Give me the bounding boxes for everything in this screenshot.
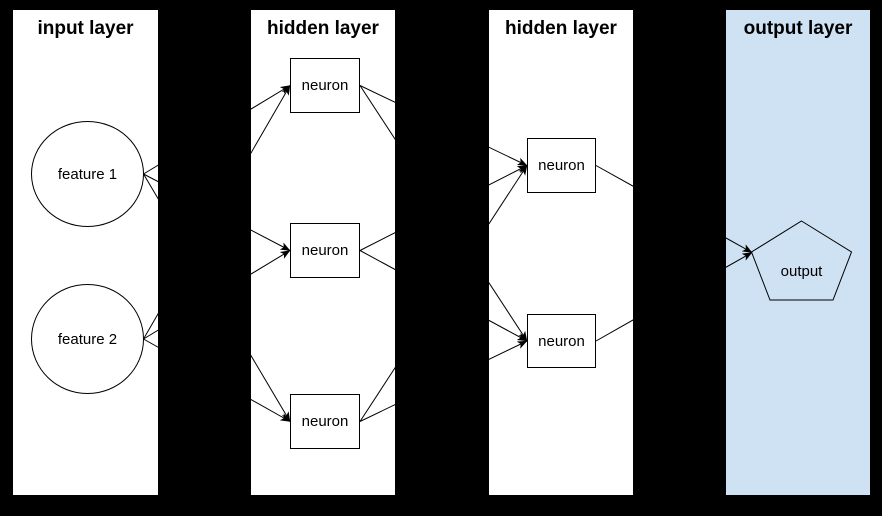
node-feature-1-label: feature 1 [57,165,118,183]
layer-title-output: output layer [743,18,853,39]
layer-title-input: input layer [37,18,134,39]
node-h2-neuron-1: neuron [527,138,596,193]
node-h1-neuron-2-label: neuron [301,242,349,259]
layer-title-hidden-1: hidden layer [267,18,379,39]
node-h1-neuron-3: neuron [290,394,360,449]
node-h2-neuron-2-label: neuron [538,332,585,350]
node-feature-2-label: feature 2 [57,330,118,348]
layer-title-hidden-2: hidden layer [505,18,617,39]
layer-panel-input: input layer feature 1 feature 2 [13,10,158,495]
node-h1-neuron-3-label: neuron [301,413,349,430]
node-h1-neuron-2: neuron [290,223,360,278]
layer-panel-hidden-1: hidden layer neuron neuron neuron [251,10,395,495]
node-output-label: output [780,263,823,280]
node-h2-neuron-1-label: neuron [538,157,585,174]
node-h1-neuron-1-label: neuron [301,77,349,94]
layer-panel-hidden-2: hidden layer neuron neuron [489,10,633,495]
layer-panel-output: output layer output [726,10,870,495]
node-output: output [750,220,853,301]
node-h1-neuron-1: neuron [290,58,360,113]
node-feature-1: feature 1 [31,121,144,227]
node-h2-neuron-2: neuron [527,314,596,368]
pentagon-shape-icon [750,220,853,301]
node-feature-2: feature 2 [31,284,144,394]
